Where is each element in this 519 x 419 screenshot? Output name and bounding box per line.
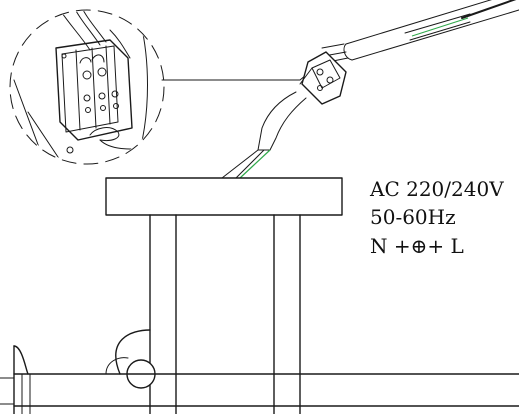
lamp-arm [0, 329, 519, 415]
power-line-text: AC 220/240V [369, 177, 504, 201]
terminal-connector [299, 43, 349, 105]
power-specification: AC 220/240V 50-60Hz N +⊕+ L [369, 177, 504, 258]
canopy-plate [105, 177, 343, 216]
frequency-text: 50-60Hz [370, 205, 456, 229]
terminals-text: N +⊕+ L [370, 234, 464, 258]
supply-cable [343, 0, 519, 61]
lamp-cable [221, 91, 307, 179]
detail-magnifier [9, 9, 165, 165]
lamp-stems [149, 214, 301, 415]
leader-line [161, 69, 313, 81]
